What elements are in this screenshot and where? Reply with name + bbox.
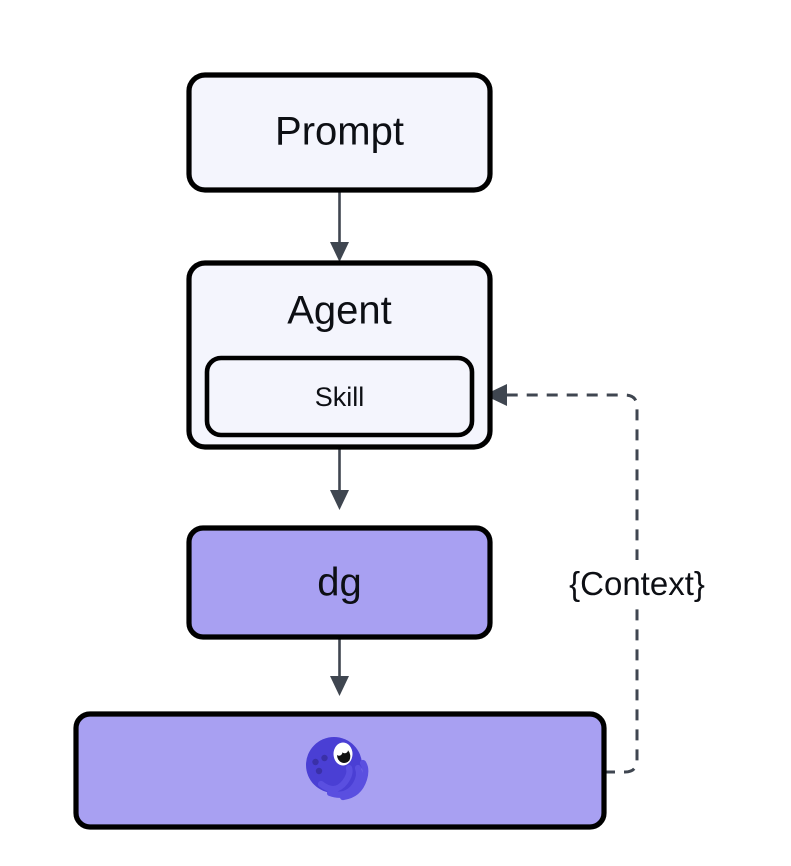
node-prompt[interactable]: Prompt [186, 72, 493, 193]
node-skill-shape[interactable] [204, 355, 475, 438]
edge-agent-to-dg [330, 447, 349, 510]
edge-mascot-to-skill-context [484, 384, 639, 774]
edge-prompt-to-agent [330, 190, 349, 262]
node-agent-label: Agent [287, 289, 392, 333]
node-mascot[interactable] [73, 711, 607, 830]
edge-label-context: {Context} [527, 560, 747, 608]
node-dg-shape[interactable] [186, 525, 493, 640]
node-dg-label: dg [317, 561, 362, 605]
moby-octopus-icon [306, 737, 369, 801]
node-dg[interactable]: dg [186, 525, 493, 640]
node-skill[interactable]: Skill [204, 355, 475, 438]
node-prompt-shape[interactable] [186, 72, 493, 193]
edge-dg-to-mascot [330, 637, 349, 696]
node-prompt-label: Prompt [275, 110, 404, 154]
node-skill-label: Skill [315, 382, 365, 412]
node-agent[interactable]: Agent Skill [186, 260, 493, 450]
